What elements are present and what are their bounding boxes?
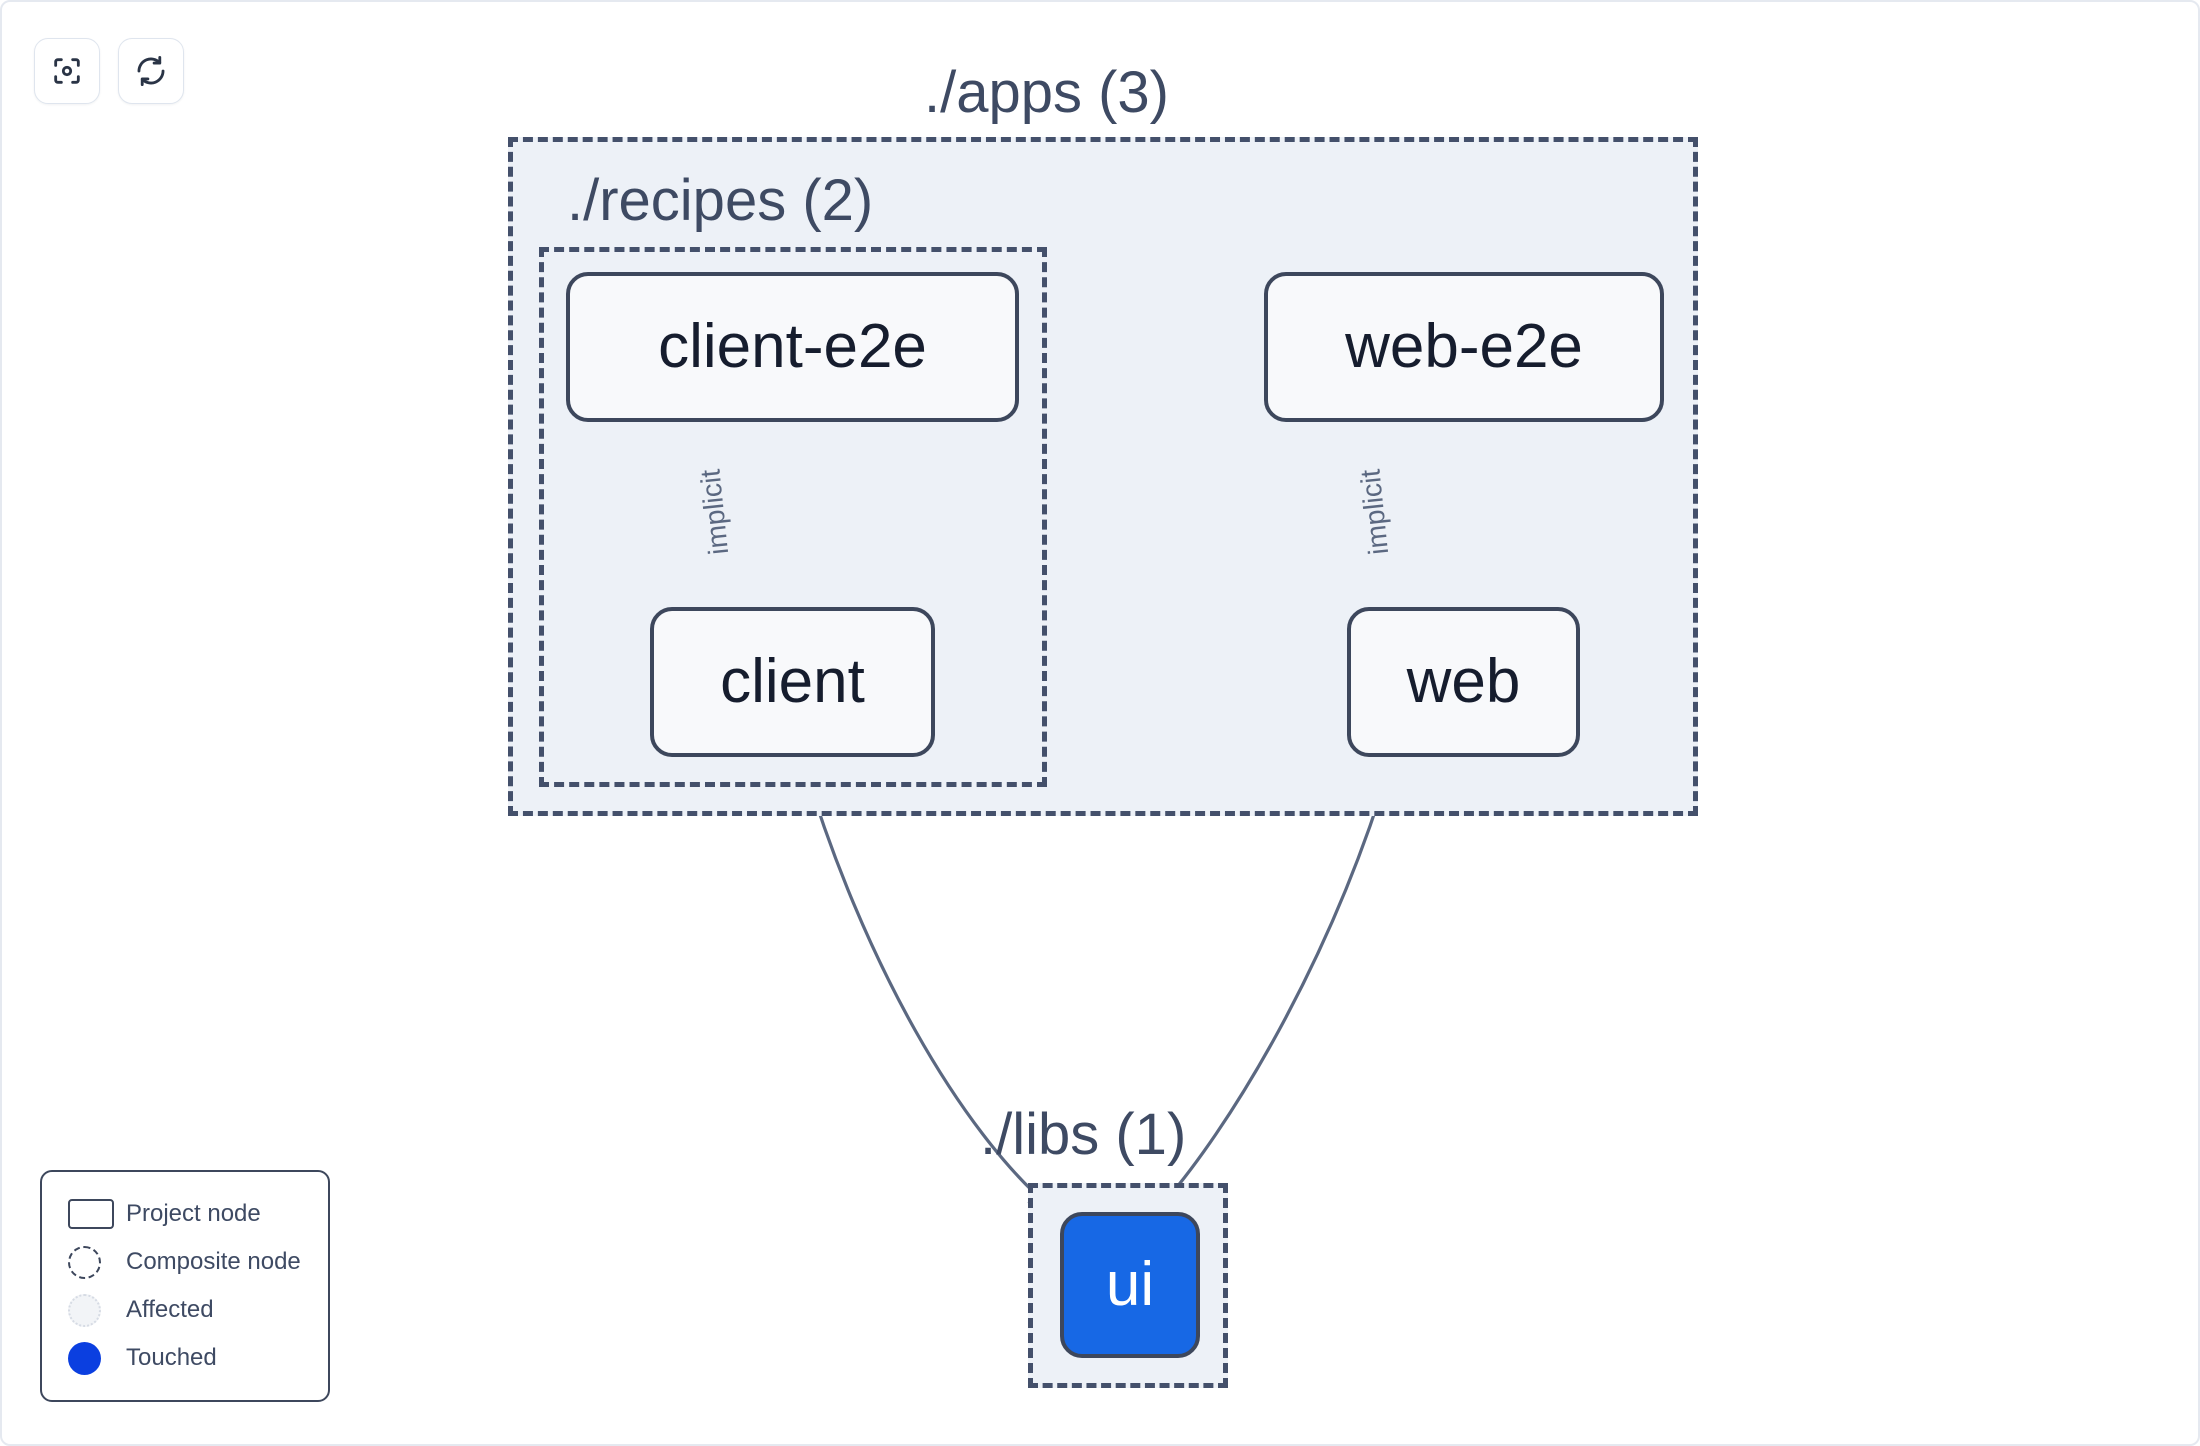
affected-swatch-icon — [64, 1293, 126, 1327]
edge-web-to-ui — [1158, 757, 1394, 1209]
legend-label: Touched — [126, 1344, 217, 1371]
legend-item-project-node: Project node — [64, 1190, 308, 1238]
refresh-graph-button[interactable] — [118, 38, 184, 104]
edge-client-to-ui — [800, 757, 1052, 1209]
group-label-libs: ./libs (1) — [980, 1102, 1187, 1167]
node-client[interactable]: client — [650, 607, 935, 757]
refresh-icon — [134, 54, 168, 88]
node-web-e2e[interactable]: web-e2e — [1264, 272, 1664, 422]
legend-label: Affected — [126, 1296, 214, 1323]
project-node-swatch-icon — [64, 1199, 126, 1229]
node-client-e2e[interactable]: client-e2e — [566, 272, 1019, 422]
node-label: ui — [1105, 1250, 1155, 1319]
group-label-apps: ./apps (3) — [924, 60, 1169, 125]
graph-toolbar — [34, 38, 184, 104]
graph-legend: Project node Composite node Affected Tou… — [40, 1170, 330, 1402]
legend-label: Composite node — [126, 1248, 301, 1275]
node-web[interactable]: web — [1347, 607, 1580, 757]
focus-graph-button[interactable] — [34, 38, 100, 104]
node-label: client-e2e — [658, 312, 927, 381]
group-label-recipes: ./recipes (2) — [567, 168, 874, 233]
composite-node-swatch-icon — [64, 1245, 126, 1279]
node-label: web — [1406, 647, 1521, 716]
focus-target-icon — [50, 54, 84, 88]
legend-item-affected: Affected — [64, 1286, 308, 1334]
node-ui[interactable]: ui — [1060, 1212, 1200, 1358]
legend-item-composite-node: Composite node — [64, 1238, 308, 1286]
node-label: web-e2e — [1345, 312, 1583, 381]
node-label: client — [720, 647, 865, 716]
legend-item-touched: Touched — [64, 1334, 308, 1382]
legend-label: Project node — [126, 1200, 261, 1227]
touched-swatch-icon — [64, 1341, 126, 1375]
